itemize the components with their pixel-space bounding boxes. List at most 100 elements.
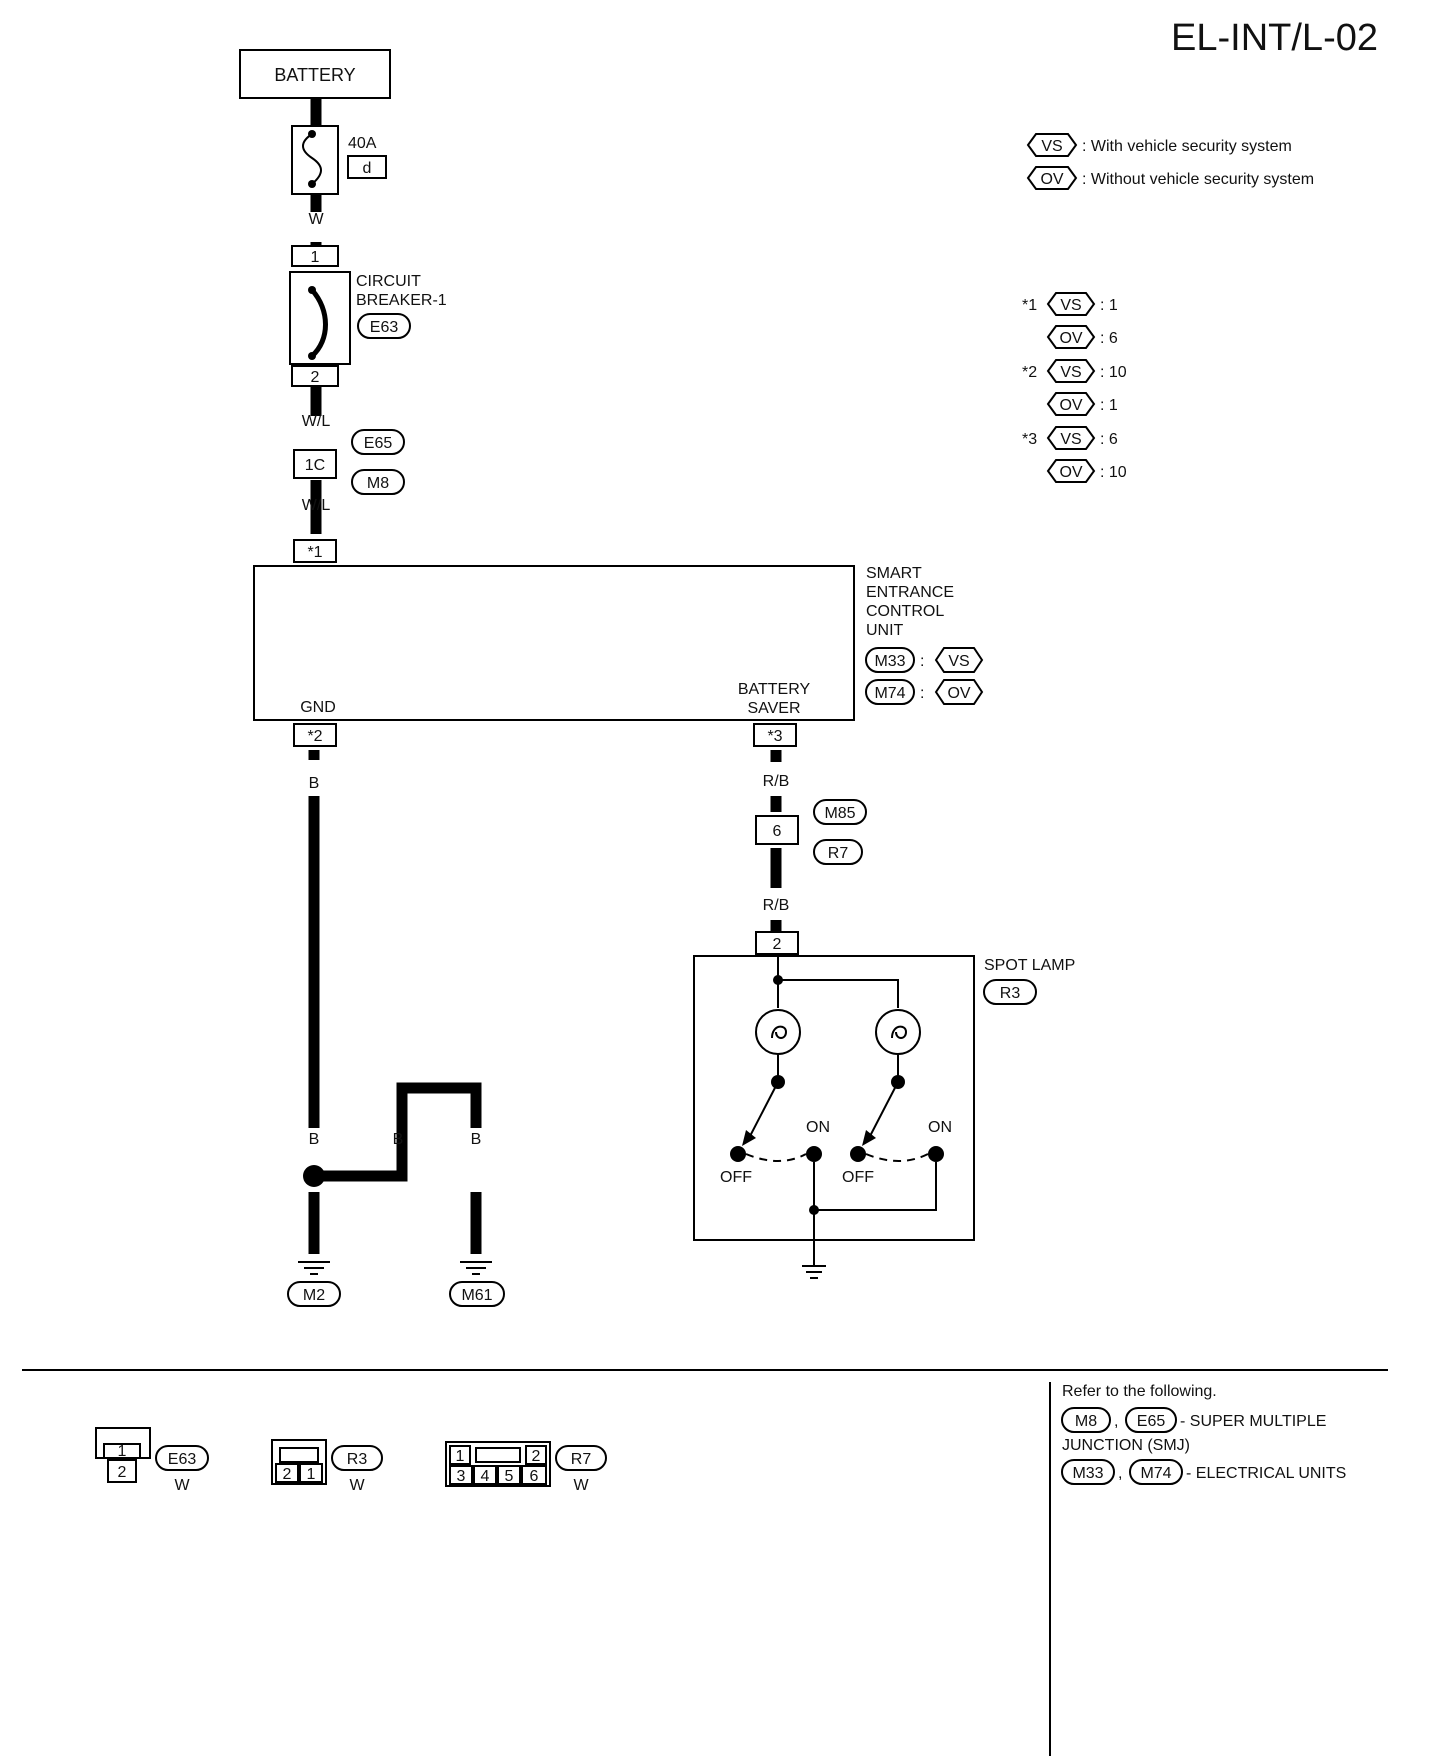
unit-saver-label-1: BATTERY — [738, 681, 811, 698]
ground-m61: M61 — [461, 1287, 492, 1304]
variant-value-6: : 10 — [1100, 464, 1127, 481]
r7-pin-4: 4 — [481, 1468, 490, 1485]
e63-pin-2: 2 — [118, 1464, 127, 1481]
lamp-connector: R3 — [1000, 985, 1021, 1002]
joint-conn-a: E65 — [364, 435, 393, 452]
variant-value-4: : 1 — [1100, 397, 1118, 414]
legend-text-ov: : Without vehicle security system — [1082, 171, 1314, 188]
unit-pin-saver: *3 — [767, 728, 782, 745]
breaker-pin-out: 2 — [311, 369, 320, 386]
e63-code: E63 — [168, 1451, 197, 1468]
joint2-pin: 6 — [773, 823, 782, 840]
joint-pin: 1C — [305, 457, 325, 474]
e63-color: W — [174, 1477, 190, 1494]
wire-color-b-2: B — [309, 1131, 320, 1148]
wire-color-b-4: B — [471, 1131, 482, 1148]
lamp-name: SPOT LAMP — [984, 957, 1075, 974]
ref-m33: M33 — [1072, 1465, 1103, 1482]
variant-value-2: : 6 — [1100, 330, 1118, 347]
wire-color-wl-1: W/L — [302, 413, 331, 430]
battery-label: BATTERY — [274, 65, 355, 85]
ref-intro: Refer to the following. — [1062, 1383, 1217, 1400]
joint-connector-6: 6 M85 R7 — [755, 799, 867, 865]
e63-pin-1: 1 — [118, 1443, 127, 1460]
r3-pin-2: 2 — [283, 1466, 292, 1483]
variant-value-1: : 1 — [1100, 297, 1118, 314]
unit-ov-code: OV — [947, 685, 970, 702]
bottom-divider — [22, 1369, 1388, 1756]
r3-color: W — [349, 1477, 365, 1494]
reference-notes: Refer to the following. M8 , E65 - SUPER… — [1061, 1383, 1346, 1485]
lamp-pin: 2 — [773, 936, 782, 953]
variant-code-4: OV — [1059, 397, 1082, 414]
ground-wire — [308, 750, 482, 1254]
legend-text-vs: : With vehicle security system — [1082, 138, 1292, 155]
joint2-conn-b: R7 — [828, 845, 849, 862]
wire-color-b-3: B — [393, 1131, 404, 1148]
unit-name-3: CONTROL — [866, 603, 944, 620]
breaker-label-1: CIRCUIT — [356, 273, 421, 290]
r7-pin-3: 3 — [457, 1468, 466, 1485]
connector-view-e63: 1 2 E63 W — [95, 1427, 209, 1494]
unit-gnd-label: GND — [300, 699, 336, 716]
fuse-letter: d — [363, 160, 372, 177]
unit-name-2: ENTRANCE — [866, 584, 954, 601]
wire-color-wl-2: W/L — [302, 497, 331, 514]
spot-lamp: 2 SPOT LAMP R3 ON ON OFF OFF — [693, 931, 1075, 1279]
variant-mark-5: *3 — [1022, 431, 1037, 448]
breaker-label-2: BREAKER-1 — [356, 292, 447, 309]
r7-pin-6: 6 — [530, 1468, 539, 1485]
r7-pin-5: 5 — [505, 1468, 514, 1485]
page-code: EL-INT/L-02 — [1171, 17, 1378, 59]
ref-sep-1: , — [1114, 1413, 1118, 1430]
r7-code: R7 — [571, 1451, 592, 1468]
unit-conn-vs: M33 — [874, 653, 905, 670]
r7-color: W — [573, 1477, 589, 1494]
legend: VS : With vehicle security system OV : W… — [1026, 133, 1314, 190]
variant-code-1: VS — [1060, 297, 1081, 314]
variant-code-6: OV — [1059, 464, 1082, 481]
lamp-off-2: OFF — [842, 1169, 874, 1186]
unit-name-4: UNIT — [866, 622, 904, 639]
unit-colon-1: : — [920, 653, 924, 670]
smart-entrance-control-unit: *1 SMART ENTRANCE CONTROL UNIT M33 : VS … — [253, 539, 984, 747]
breaker-pin-in: 1 — [311, 249, 320, 266]
ref-m8: M8 — [1075, 1413, 1097, 1430]
wire-color-rb-1: R/B — [763, 773, 790, 790]
unit-colon-2: : — [920, 685, 924, 702]
r3-pin-1: 1 — [307, 1466, 316, 1483]
ground-symbols: M2 M61 — [287, 1261, 505, 1307]
ref-e65: E65 — [1137, 1413, 1166, 1430]
variant-value-5: : 6 — [1100, 431, 1118, 448]
variant-code-3: VS — [1060, 364, 1081, 381]
joint-conn-b: M8 — [367, 475, 389, 492]
ref-electrical: - ELECTRICAL UNITS — [1186, 1465, 1346, 1482]
variant-value-3: : 10 — [1100, 364, 1127, 381]
r7-pin-1: 1 — [456, 1448, 465, 1465]
fuse-rating: 40A — [348, 135, 377, 152]
variant-mark-1: *1 — [1022, 297, 1037, 314]
variant-table: *1 VS : 1 OV : 6 *2 VS : 10 OV : 1 *3 VS… — [1022, 292, 1127, 483]
unit-vs-code: VS — [948, 653, 969, 670]
unit-saver-label-2: SAVER — [747, 700, 800, 717]
unit-pin-gnd: *2 — [307, 728, 322, 745]
legend-code-vs: VS — [1041, 138, 1062, 155]
wire-color-w: W — [308, 211, 324, 228]
wire-color-rb-2: R/B — [763, 897, 790, 914]
connector-view-r7: 1 2 3 4 5 6 R7 W — [445, 1441, 607, 1494]
unit-pin-in: *1 — [307, 544, 322, 561]
connector-view-r3: 2 1 R3 W — [271, 1439, 383, 1494]
unit-name-1: SMART — [866, 565, 922, 582]
ref-sep-2: , — [1118, 1465, 1122, 1482]
ground-splice — [303, 1165, 325, 1187]
ref-smj-1: - SUPER MULTIPLE — [1180, 1413, 1326, 1430]
lamp-off-1: OFF — [720, 1169, 752, 1186]
circuit-breaker: 1 2 CIRCUIT BREAKER-1 E63 — [289, 245, 447, 387]
ref-smj-2: JUNCTION (SMJ) — [1062, 1437, 1190, 1454]
ground-m2: M2 — [303, 1287, 325, 1304]
variant-mark-3: *2 — [1022, 364, 1037, 381]
battery: BATTERY — [239, 49, 391, 99]
unit-conn-ov: M74 — [874, 685, 905, 702]
fuse-40a: 40A d — [291, 125, 387, 195]
